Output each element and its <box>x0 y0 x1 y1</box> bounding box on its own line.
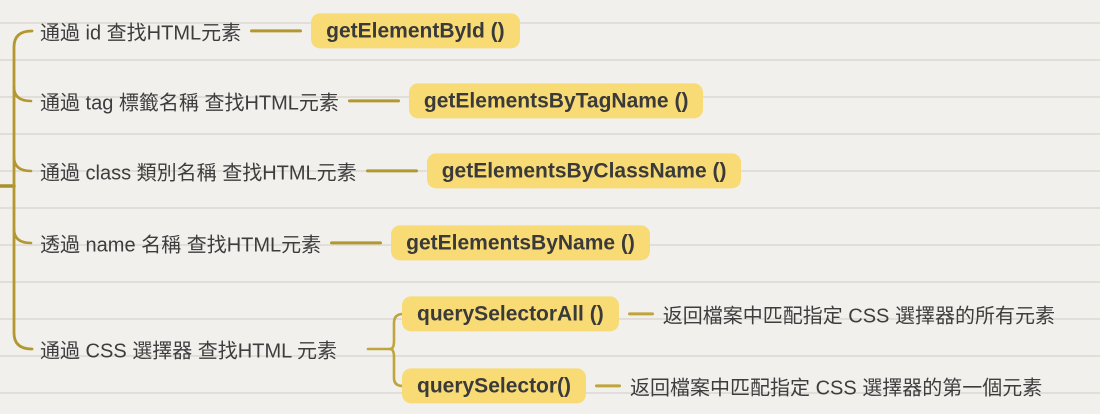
connector-line <box>347 99 400 103</box>
connector-line <box>595 384 622 388</box>
branch-row-class: 通過 class 類別名稱 查找HTML元素 getElementsByClas… <box>40 153 742 189</box>
branch-row-name: 透過 name 名稱 查找HTML元素 getElementsByName () <box>40 225 650 261</box>
method-node-getelementsbyclassname[interactable]: getElementsByClassName () <box>426 153 742 189</box>
branch-row-queryselectorall: querySelectorAll () 返回檔案中匹配指定 CSS 選擇器的所有… <box>402 296 1055 332</box>
connector-line <box>250 29 303 33</box>
method-node-getelementsbytagname[interactable]: getElementsByTagName () <box>408 83 704 119</box>
method-description-queryselector[interactable]: 返回檔案中匹配指定 CSS 選擇器的第一個元素 <box>630 377 1043 400</box>
connector-line <box>627 312 654 316</box>
branch-row-tag: 通過 tag 標籤名稱 查找HTML元素 getElementsByTagNam… <box>40 83 704 119</box>
connector-line <box>365 169 418 173</box>
method-description-queryselectorall[interactable]: 返回檔案中匹配指定 CSS 選擇器的所有元素 <box>662 305 1055 328</box>
branch-label-css-selector[interactable]: 通過 CSS 選擇器 查找HTML 元素 <box>40 340 338 363</box>
method-node-queryselectorall[interactable]: querySelectorAll () <box>402 296 619 332</box>
branch-label-id[interactable]: 通過 id 查找HTML元素 <box>40 22 242 45</box>
trunk-line <box>12 29 34 351</box>
branch-label-tag[interactable]: 通過 tag 標籤名稱 查找HTML元素 <box>40 92 339 115</box>
branch-label-class[interactable]: 通過 class 類別名稱 查找HTML元素 <box>40 162 357 185</box>
connector-line <box>330 241 383 245</box>
branch-elbow-class <box>12 155 33 173</box>
method-node-queryselector[interactable]: querySelector() <box>402 368 587 404</box>
method-node-getelementsbyname[interactable]: getElementsByName () <box>391 225 650 261</box>
branch-elbow-name <box>12 227 33 245</box>
method-node-getelementbyid[interactable]: getElementById () <box>311 13 520 49</box>
branch-row-queryselector: querySelector() 返回檔案中匹配指定 CSS 選擇器的第一個元素 <box>402 368 1043 404</box>
branch-elbow-tag <box>12 85 33 103</box>
branch-row-id: 通過 id 查找HTML元素 getElementById () <box>40 13 520 49</box>
branch-label-name[interactable]: 透過 name 名稱 查找HTML元素 <box>40 234 322 257</box>
